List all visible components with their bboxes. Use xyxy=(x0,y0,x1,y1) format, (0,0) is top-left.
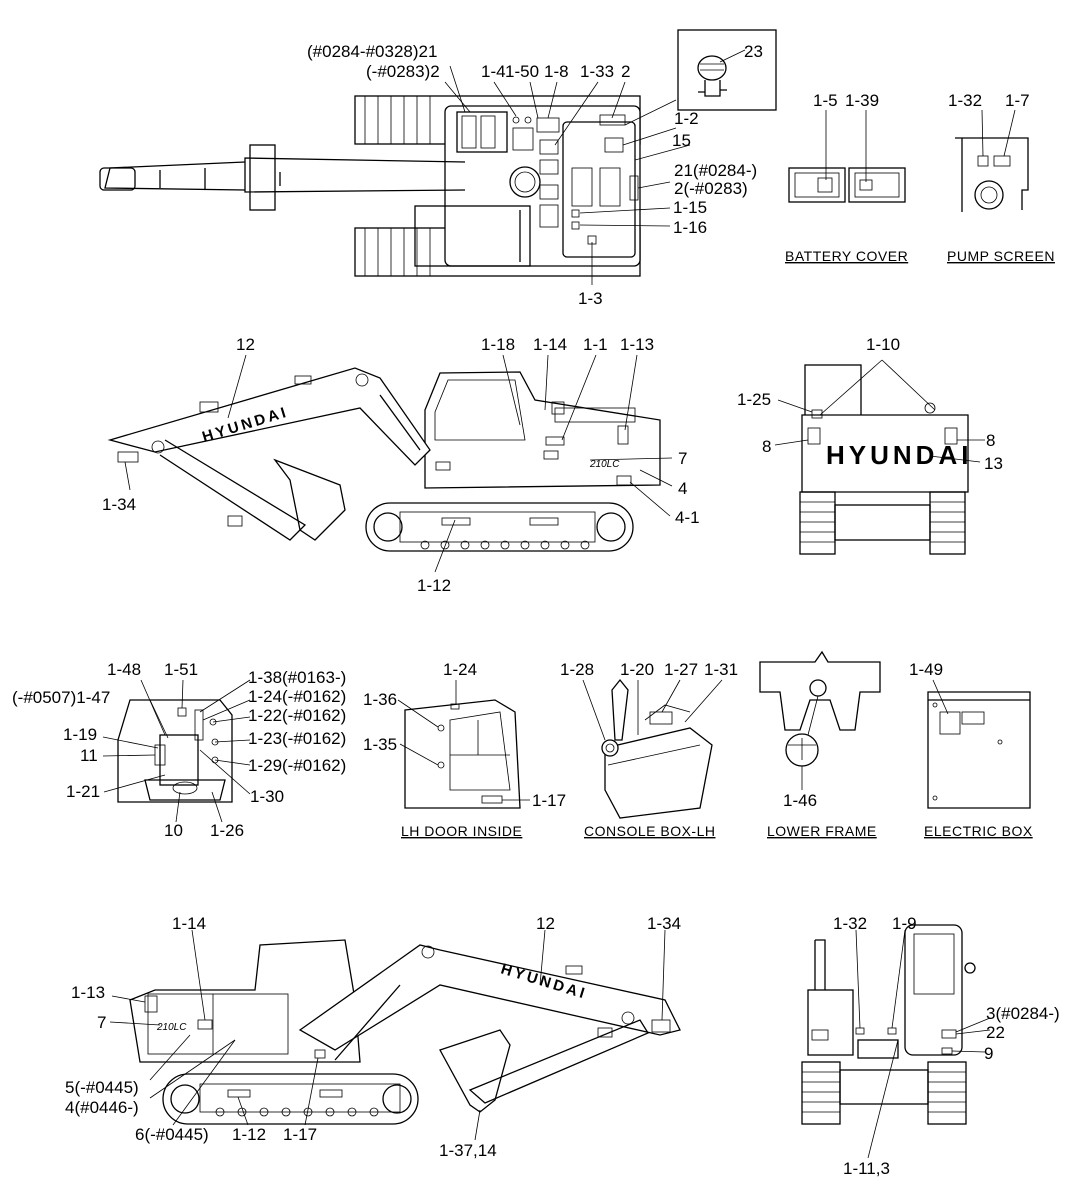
console-box-lh-view: 1-28 1-20 1-27 1-31 CONSOLE BOX-LH xyxy=(560,660,738,839)
label-1-10: 1-10 xyxy=(866,335,900,354)
label-1-38: 1-38(#0163-) xyxy=(248,668,346,687)
label-1-34-left: 1-34 xyxy=(647,914,681,933)
label-1-2: 1-2 xyxy=(674,109,699,128)
label-1-30: 1-30 xyxy=(250,787,284,806)
label-1-5: 1-5 xyxy=(813,91,838,110)
label-1-24-cab: 1-24(-#0162) xyxy=(248,687,346,706)
label-9-front: 9 xyxy=(984,1044,993,1063)
label-12-side: 12 xyxy=(236,335,255,354)
caption-lh-door-inside: LH DOOR INSIDE xyxy=(401,823,522,839)
caption-electric-box: ELECTRIC BOX xyxy=(924,823,1033,839)
cab-interior-view: 1-48 1-51 1-38(#0163-) 1-24(-#0162) (-#0… xyxy=(12,660,346,840)
lh-door-inside-view: 1-24 1-36 1-35 1-17 LH DOOR INSIDE xyxy=(363,660,566,839)
label-1-11-3: 1-11,3 xyxy=(843,1159,890,1178)
label-1-15: 1-15 xyxy=(673,198,707,217)
label-1-23: 1-23(-#0162) xyxy=(248,729,346,748)
label-1-21: 1-21 xyxy=(66,782,100,801)
label-1-1: 1-1 xyxy=(583,335,608,354)
label-1-36: 1-36 xyxy=(363,690,397,709)
label-6: 6(-#0445) xyxy=(135,1125,209,1144)
label-1-35: 1-35 xyxy=(363,735,397,754)
label-8-left: 8 xyxy=(762,437,771,456)
label-1-32-pump: 1-32 xyxy=(948,91,982,110)
side-view-right: 210LC HYUNDAI 12 1-18 1-14 1-1 xyxy=(102,335,700,595)
label-1-31: 1-31 xyxy=(704,660,738,679)
label-1-24-door: 1-24 xyxy=(443,660,477,679)
label-1-17-door: 1-17 xyxy=(532,791,566,810)
label-1-39: 1-39 xyxy=(845,91,879,110)
label-8-right: 8 xyxy=(986,431,995,450)
label-1-28: 1-28 xyxy=(560,660,594,679)
label-1-47: (-#0507)1-47 xyxy=(12,688,110,707)
label-11: 11 xyxy=(80,746,98,765)
label-1-51: 1-51 xyxy=(164,660,198,679)
model-badge-side2: 210LC xyxy=(156,1022,187,1033)
label-1-49: 1-49 xyxy=(909,660,943,679)
label-4-1: 4-1 xyxy=(675,508,700,527)
label-12-left: 12 xyxy=(536,914,555,933)
label-10: 10 xyxy=(164,821,183,840)
label-2: 2 xyxy=(621,62,630,81)
label-5: 5(-#0445) xyxy=(65,1078,139,1097)
label-21-late: 21(#0284-) xyxy=(674,161,757,180)
label-1-25: 1-25 xyxy=(737,390,771,409)
label-1-29: 1-29(-#0162) xyxy=(248,756,346,775)
label-7-side: 7 xyxy=(678,449,687,468)
label-1-20: 1-20 xyxy=(620,660,654,679)
label-1-50: 1-50 xyxy=(505,62,539,81)
label-1-17-left: 1-17 xyxy=(283,1125,317,1144)
label-1-33: 1-33 xyxy=(580,62,614,81)
label-3: 3(#0284-) xyxy=(986,1004,1060,1023)
label-1-4: 1-4 xyxy=(481,62,506,81)
label-4-side: 4 xyxy=(678,479,687,498)
label-1-27: 1-27 xyxy=(664,660,698,679)
label-1-9: 1-9 xyxy=(892,914,917,933)
label-1-14-side: 1-14 xyxy=(533,335,567,354)
lower-frame-view: 1-46 LOWER FRAME xyxy=(759,650,881,839)
battery-cover-view: 1-5 1-39 BATTERY COVER xyxy=(785,91,908,264)
label-1-13-side: 1-13 xyxy=(620,335,654,354)
top-view: (#0284-#0328)21 (-#0283)2 1-4 1-50 1-8 1… xyxy=(99,29,777,308)
label-15: 15 xyxy=(672,131,691,150)
caption-battery-cover: BATTERY COVER xyxy=(785,248,908,264)
label-1-13-left: 1-13 xyxy=(71,983,105,1002)
label-23: 23 xyxy=(744,42,763,61)
label-1-22: 1-22(-#0162) xyxy=(248,706,346,725)
electric-box-view: 1-49 ELECTRIC BOX xyxy=(909,660,1033,839)
caption-console-box-lh: CONSOLE BOX-LH xyxy=(584,823,715,839)
label-21-range: (#0284-#0328)21 xyxy=(307,42,437,61)
brand-logo-rear: HYUNDAI xyxy=(826,440,972,470)
rear-view: HYUNDAI 1-10 1-25 8 8 13 xyxy=(737,335,1003,555)
label-1-14-left: 1-14 xyxy=(172,914,206,933)
label-1-34-side: 1-34 xyxy=(102,495,136,514)
label-1-8: 1-8 xyxy=(544,62,569,81)
label-1-12-left: 1-12 xyxy=(232,1125,266,1144)
label-13-rear: 13 xyxy=(984,454,1003,473)
label-2-early: (-#0283)2 xyxy=(366,62,440,81)
label-1-46: 1-46 xyxy=(783,791,817,810)
label-1-16: 1-16 xyxy=(673,218,707,237)
label-22: 22 xyxy=(986,1023,1005,1042)
model-badge-side: 210LC xyxy=(589,459,620,470)
label-1-19: 1-19 xyxy=(63,725,97,744)
pump-screen-view: 1-32 1-7 PUMP SCREEN xyxy=(947,91,1055,264)
label-1-7: 1-7 xyxy=(1005,91,1030,110)
label-1-32-front: 1-32 xyxy=(833,914,867,933)
label-1-48: 1-48 xyxy=(107,660,141,679)
label-1-3: 1-3 xyxy=(578,289,603,308)
label-1-18: 1-18 xyxy=(481,335,515,354)
caption-pump-screen: PUMP SCREEN xyxy=(947,248,1055,264)
label-2-late: 2(-#0283) xyxy=(674,179,748,198)
label-4-left: 4(#0446-) xyxy=(65,1098,139,1117)
label-1-26: 1-26 xyxy=(210,821,244,840)
label-7-left: 7 xyxy=(97,1013,106,1032)
label-1-12-side: 1-12 xyxy=(417,576,451,595)
label-1-37-14: 1-37,14 xyxy=(439,1141,497,1160)
side-view-left: 210LC HYUNDAI 1-14 1-13 7 5( xyxy=(65,914,681,1160)
caption-lower-frame: LOWER FRAME xyxy=(767,823,877,839)
front-view: 1-32 1-9 3(#0284-) 22 9 1-11,3 xyxy=(801,914,1060,1178)
